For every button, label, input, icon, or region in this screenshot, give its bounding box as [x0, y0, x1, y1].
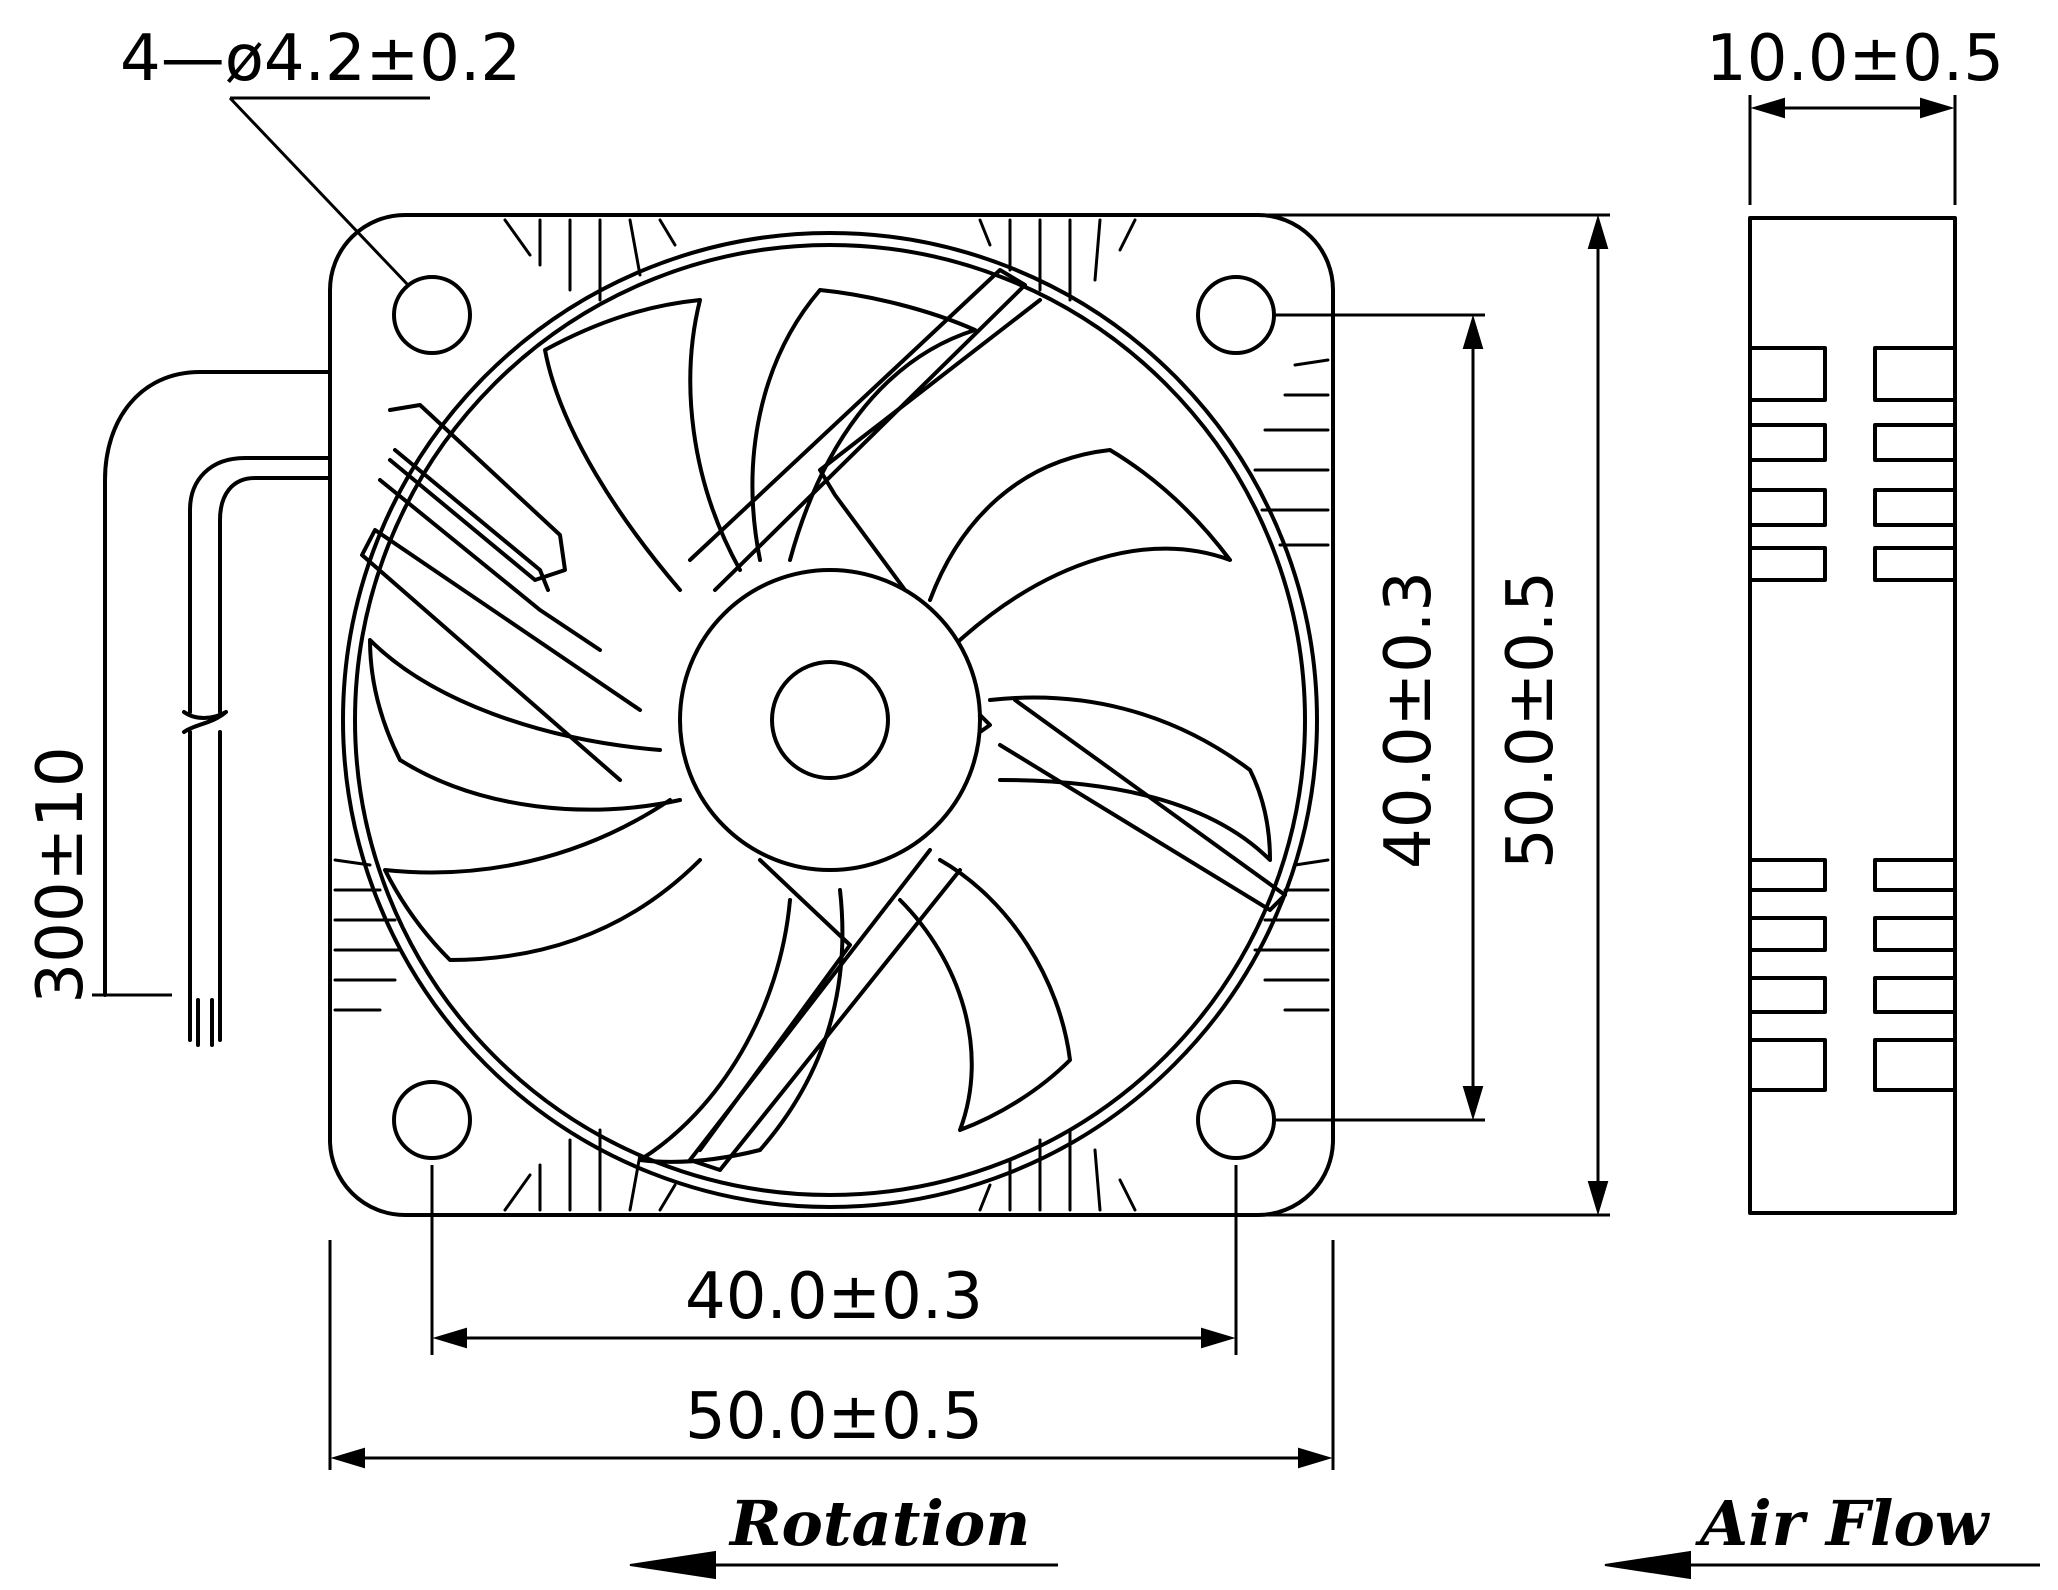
lead-wires [103, 370, 332, 1047]
side-view [1748, 216, 1957, 1215]
mount-hole-leader [228, 96, 430, 287]
wire-strain-relief [378, 403, 602, 652]
side-view-vents [1748, 346, 1957, 1092]
cable-length-label: 300±10 [24, 746, 98, 1003]
fan-frame [328, 213, 1335, 1217]
frame-width-label: 50.0±0.5 [685, 1380, 983, 1454]
air-flow-label: Air Flow [1695, 1487, 1991, 1560]
fan-blades [368, 288, 1272, 1164]
fan-hub [678, 568, 992, 872]
vertical-hole-spacing-dimension [1275, 313, 1485, 1122]
horizontal-hole-spacing-dimension [430, 1165, 1238, 1355]
rotation-label: Rotation [728, 1487, 1030, 1560]
side-thickness-dimension [1748, 95, 1957, 205]
rotation-arrow [629, 1550, 1058, 1580]
frame-width-dimension [328, 1240, 1335, 1470]
rotor-ring-inner [353, 243, 1307, 1197]
air-flow-arrow [1604, 1550, 2040, 1580]
horizontal-hole-spacing-label: 40.0±0.3 [685, 1260, 983, 1334]
vertical-hole-spacing-label: 40.0±0.3 [1372, 571, 1446, 869]
frame-height-label: 50.0±0.5 [1494, 571, 1568, 869]
mount-hole-bottom-right [1196, 1080, 1276, 1160]
mount-hole-label: 4—ø4.2±0.2 [120, 22, 521, 96]
fan-struts [360, 268, 1287, 1172]
frame-height-dimension [1245, 213, 1610, 1217]
hub-center [770, 660, 890, 780]
rotor-ring-outer [341, 231, 1319, 1209]
mount-hole-top-right [1196, 275, 1276, 355]
side-view-frame [1748, 216, 1957, 1215]
mount-hole-top-left [392, 275, 472, 355]
mount-hole-bottom-left [392, 1080, 472, 1160]
side-thickness-label: 10.0±0.5 [1706, 22, 2004, 96]
hub-outer [678, 568, 982, 872]
frame-ribs [333, 218, 1330, 1212]
